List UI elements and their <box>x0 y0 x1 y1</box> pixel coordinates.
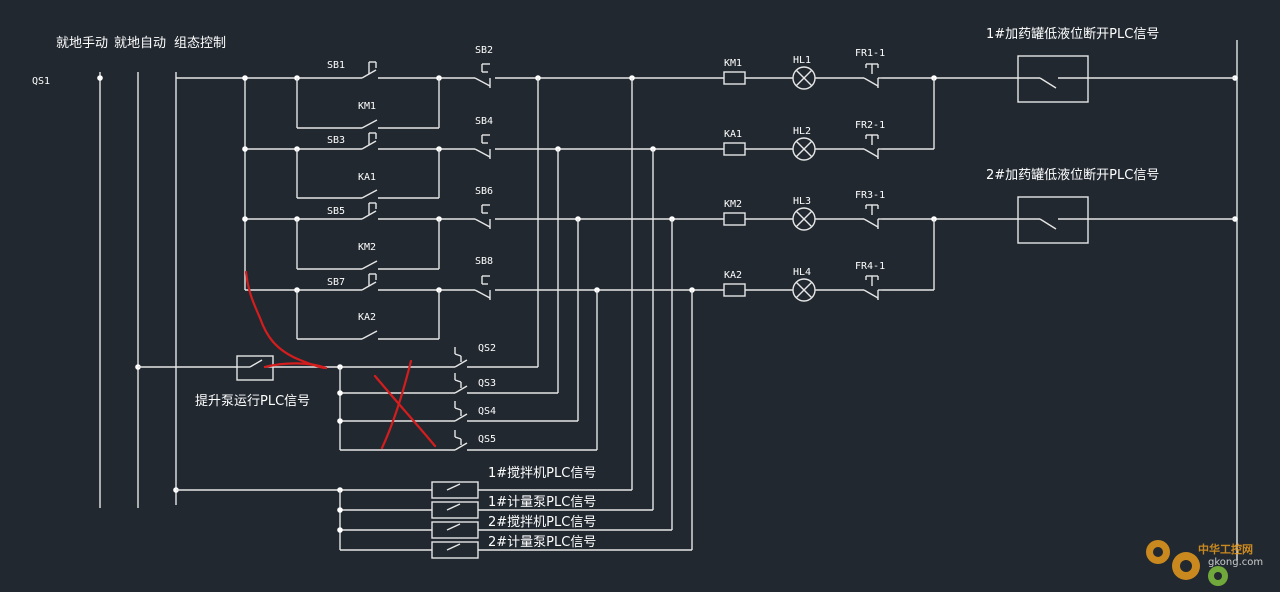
sb5-label: SB5 <box>327 206 345 217</box>
hl3-lamp <box>792 207 816 231</box>
rung-4 <box>245 287 934 293</box>
qs4-switch <box>454 401 578 422</box>
qs2-switch <box>454 347 538 368</box>
sb3-label: SB3 <box>327 135 345 146</box>
plc-mixer1-label: 1#搅拌机PLC信号 <box>488 465 596 481</box>
watermark-cn-text: 中华工控网 <box>1198 542 1253 556</box>
qs3-switch <box>454 373 558 394</box>
plc-tank2-label: 2#加药罐低液位断开PLC信号 <box>986 168 1159 183</box>
sb7-label: SB7 <box>327 277 345 288</box>
sb2-stop-button <box>474 63 491 88</box>
mode-manual-label: 就地手动 <box>56 36 108 51</box>
fr4-relay <box>863 275 882 300</box>
sb5-contact <box>361 202 377 220</box>
hl1-label: HL1 <box>793 55 811 66</box>
ka1-contact <box>361 189 378 199</box>
km1-contact-label: KM1 <box>358 101 376 112</box>
ka2-coil-label: KA2 <box>724 270 742 281</box>
fr3-label: FR3-1 <box>855 190 885 201</box>
fr4-label: FR4-1 <box>855 261 885 272</box>
ka1-coil <box>723 142 746 156</box>
plc-pump-run-label: 提升泵运行PLC信号 <box>195 393 310 409</box>
qs4-label: QS4 <box>478 406 496 417</box>
fr3-relay <box>863 204 882 229</box>
fr1-relay <box>863 63 882 88</box>
rung-2 <box>242 146 934 152</box>
plc-mixer2-label: 2#搅拌机PLC信号 <box>488 514 596 530</box>
fr2-label: FR2-1 <box>855 120 885 131</box>
plc-meter1-label: 1#计量泵PLC信号 <box>488 495 596 510</box>
left-rails <box>97 72 179 508</box>
sb1-contact <box>361 61 377 79</box>
qs1-label: QS1 <box>32 76 50 87</box>
plc-pump-run-section <box>138 355 455 451</box>
qs5-switch <box>454 430 597 451</box>
sb6-label: SB6 <box>475 186 493 197</box>
sb7-contact <box>361 273 377 291</box>
red-cross-mark <box>373 359 437 450</box>
ka2-coil <box>723 283 746 297</box>
sb8-stop-button <box>474 275 491 300</box>
km2-contact <box>361 260 378 270</box>
mode-scada-label: 组态控制 <box>174 36 226 51</box>
km1-coil-label: KM1 <box>724 58 742 69</box>
km2-coil <box>723 212 746 226</box>
sb1-label: SB1 <box>327 60 345 71</box>
plc-signal-section <box>176 481 692 559</box>
right-rail <box>1232 40 1238 560</box>
red-markup-curve <box>244 270 328 370</box>
hl2-lamp <box>792 137 816 161</box>
sb3-contact <box>361 132 377 150</box>
plc-tank2-contact-box <box>1017 196 1089 244</box>
sb2-label: SB2 <box>475 45 493 56</box>
sb6-stop-button <box>474 204 491 229</box>
km1-contact <box>361 119 378 129</box>
hl3-label: HL3 <box>793 196 811 207</box>
ka1-contact-label: KA1 <box>358 172 376 183</box>
qs3-label: QS3 <box>478 378 496 389</box>
plc-tank1-contact-box <box>1017 55 1089 103</box>
hl4-label: HL4 <box>793 267 811 278</box>
ka2-contact-label: KA2 <box>358 312 376 323</box>
mode-auto-label: 就地自动 <box>114 36 166 51</box>
rung-1 <box>242 75 1235 81</box>
sb4-stop-button <box>474 134 491 159</box>
plc-meter2-label: 2#计量泵PLC信号 <box>488 535 596 550</box>
fr2-relay <box>863 134 882 159</box>
ka2-contact <box>361 330 378 340</box>
sb4-label: SB4 <box>475 116 493 127</box>
km1-coil <box>723 71 746 85</box>
hl2-label: HL2 <box>793 126 811 137</box>
gkong-watermark-logo: 中华工控网 gkong.com <box>1146 540 1263 586</box>
fr1-label: FR1-1 <box>855 48 885 59</box>
sb8-label: SB8 <box>475 256 493 267</box>
km2-contact-label: KM2 <box>358 242 376 253</box>
hl4-lamp <box>792 278 816 302</box>
qs5-label: QS5 <box>478 434 496 445</box>
watermark-en-text: gkong.com <box>1208 557 1263 568</box>
qs2-label: QS2 <box>478 343 496 354</box>
plc-tank1-label: 1#加药罐低液位断开PLC信号 <box>986 27 1159 42</box>
ka1-coil-label: KA1 <box>724 129 742 140</box>
km2-coil-label: KM2 <box>724 199 742 210</box>
hl1-lamp <box>792 66 816 90</box>
